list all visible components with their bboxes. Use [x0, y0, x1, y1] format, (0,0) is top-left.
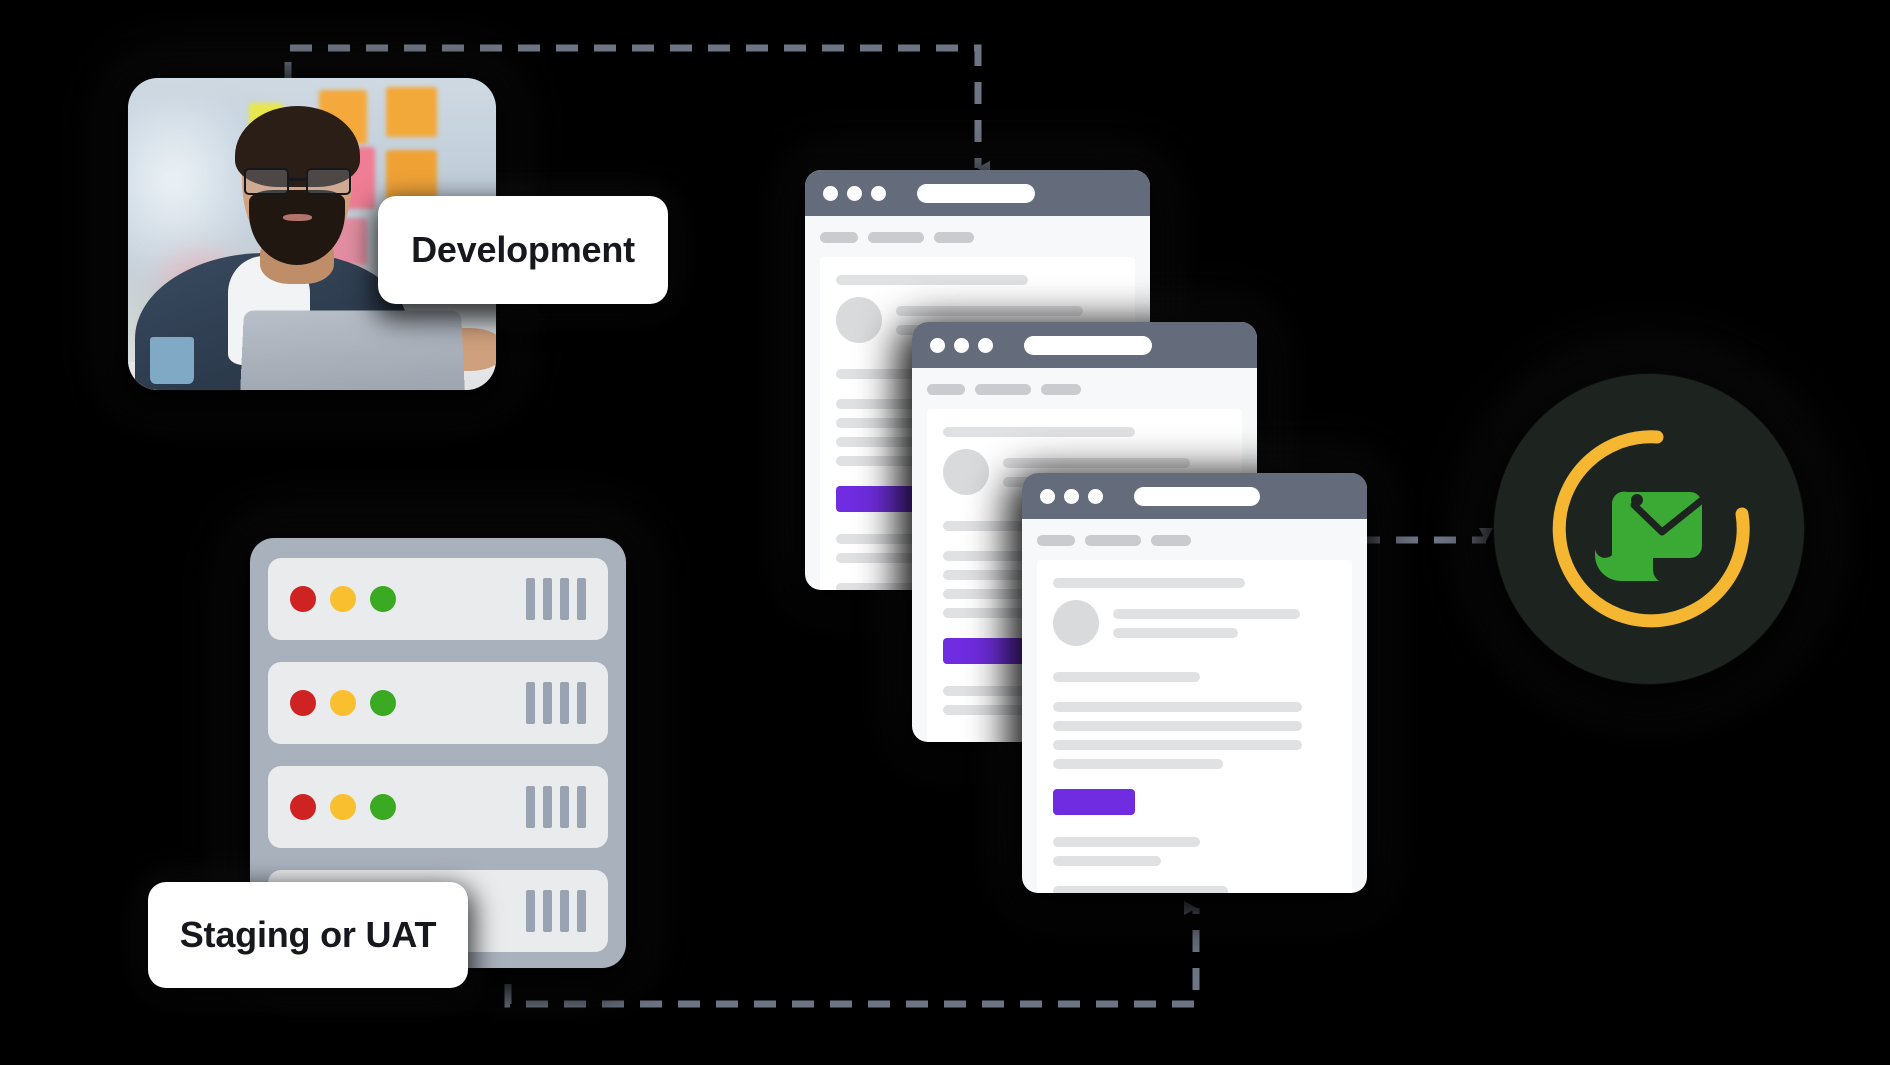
browser-chrome-bar	[1022, 473, 1367, 519]
rack-vents	[526, 682, 586, 724]
rack-vents	[526, 786, 586, 828]
developer-photo	[128, 78, 496, 390]
rack-leds	[290, 690, 396, 716]
traffic-light-icon	[1088, 488, 1103, 504]
staging-label-text: Staging or UAT	[179, 914, 437, 955]
primary-cta-button[interactable]	[943, 638, 1025, 664]
mailtrap-logo-badge[interactable]	[1494, 374, 1804, 684]
browser-chrome-bar	[805, 170, 1150, 216]
traffic-light-icon	[1040, 488, 1055, 504]
led-yellow-icon	[330, 690, 356, 716]
development-photo-card	[128, 78, 496, 390]
led-yellow-icon	[330, 586, 356, 612]
traffic-light-icon	[978, 337, 993, 353]
browser-tab-strip	[820, 232, 1135, 243]
mailtrap-logo-icon	[1552, 430, 1750, 628]
browser-tab-strip	[1037, 535, 1352, 546]
rack-unit	[268, 662, 608, 744]
development-label-pill: Development	[378, 196, 668, 304]
page-content	[1037, 560, 1352, 893]
rack-leds	[290, 586, 396, 612]
traffic-light-icon	[823, 185, 838, 201]
address-bar[interactable]	[1134, 486, 1260, 506]
mailtrap-mark-icon	[1595, 491, 1702, 581]
rack-leds	[290, 794, 396, 820]
primary-cta-button[interactable]	[1053, 789, 1135, 815]
eye-icon	[1631, 494, 1643, 506]
browser-tab-strip	[927, 384, 1242, 395]
led-green-icon	[370, 794, 396, 820]
avatar	[1053, 600, 1099, 646]
primary-cta-button[interactable]	[836, 486, 918, 512]
development-label-text: Development	[411, 229, 635, 270]
mailtrap-ring-icon	[1552, 430, 1750, 628]
traffic-light-icon	[871, 185, 886, 201]
traffic-light-icon	[1064, 488, 1079, 504]
traffic-light-icon	[930, 337, 945, 353]
staging-label-pill: Staging or UAT	[148, 882, 468, 988]
led-red-icon	[290, 690, 316, 716]
browser-window-front[interactable]	[1022, 473, 1367, 893]
rack-vents	[526, 890, 586, 932]
traffic-light-icon	[954, 337, 969, 353]
led-yellow-icon	[330, 794, 356, 820]
rack-vents	[526, 578, 586, 620]
address-bar[interactable]	[1024, 335, 1152, 355]
envelope-fold-icon	[1630, 496, 1706, 536]
led-green-icon	[370, 690, 396, 716]
browser-chrome-bar	[912, 322, 1257, 368]
rack-unit	[268, 766, 608, 848]
avatar	[943, 449, 989, 495]
traffic-light-icon	[847, 185, 862, 201]
led-red-icon	[290, 586, 316, 612]
led-green-icon	[370, 586, 396, 612]
led-red-icon	[290, 794, 316, 820]
avatar	[836, 297, 882, 343]
address-bar[interactable]	[917, 183, 1035, 203]
rack-unit	[268, 558, 608, 640]
